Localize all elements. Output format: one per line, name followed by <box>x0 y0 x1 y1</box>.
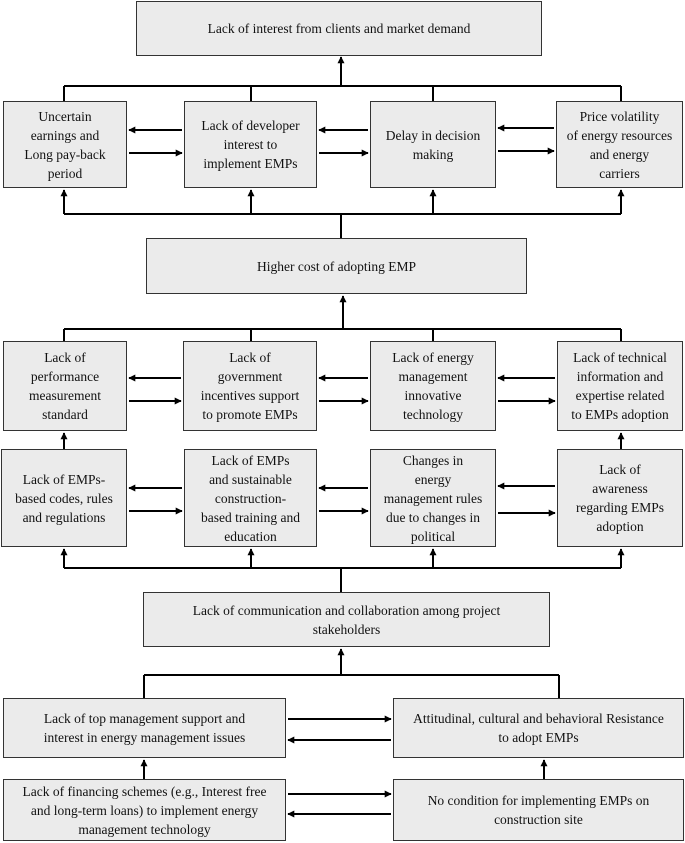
node-decision-delay: Delay in decision making <box>370 101 496 188</box>
node-financing-schemes: Lack of financing schemes (e.g., Interes… <box>3 779 286 841</box>
node-innovative-technology: Lack of energy management innovative tec… <box>370 341 496 431</box>
node-developer-interest: Lack of developer interest to implement … <box>184 101 317 188</box>
node-no-condition: No condition for implementing EMPs on co… <box>393 779 684 841</box>
node-lack-of-client-interest: Lack of interest from clients and market… <box>136 1 542 56</box>
node-training-education: Lack of EMPs and sustainable constructio… <box>184 449 317 547</box>
node-awareness: Lack of awareness regarding EMPs adoptio… <box>557 449 683 547</box>
node-political-changes: Changes in energy management rules due t… <box>370 449 496 547</box>
node-communication: Lack of communication and collaboration … <box>143 592 550 647</box>
node-technical-information: Lack of technical information and expert… <box>557 341 683 431</box>
node-government-incentives: Lack of government incentives support to… <box>183 341 317 431</box>
node-codes-rules: Lack of EMPs- based codes, rules and reg… <box>1 449 127 547</box>
node-uncertain-earnings: Uncertain earnings and Long pay-back per… <box>3 101 127 188</box>
node-top-management-support: Lack of top management support and inter… <box>3 698 286 758</box>
node-attitudinal-resistance: Attitudinal, cultural and behavioral Res… <box>393 698 684 758</box>
node-higher-cost: Higher cost of adopting EMP <box>146 238 527 294</box>
node-performance-standard: Lack of performance measurement standard <box>3 341 127 431</box>
node-price-volatility: Price volatility of energy resources and… <box>556 101 683 188</box>
